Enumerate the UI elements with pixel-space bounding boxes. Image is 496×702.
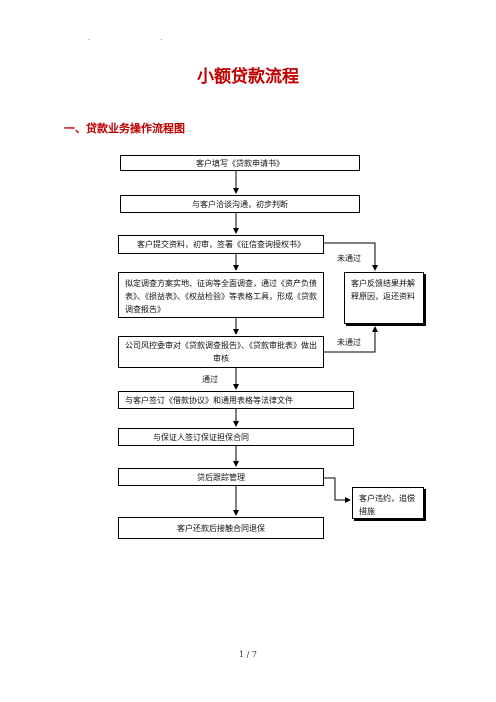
default-box: 客户违约，追偿措施 (352, 487, 424, 519)
step-guarantor-contract-text: 与保证人签订保证担保合同 (153, 433, 249, 442)
page-title: 小额贷款流程 (197, 67, 299, 87)
section-heading: 一、贷款业务操作流程图 (64, 122, 185, 135)
step-repayment-close-text: 客户还款后接触合同退保 (177, 523, 265, 533)
step-application-form: 客户填写《贷款申请书》 (120, 155, 360, 171)
default-box-text: 客户违约，追偿措施 (359, 494, 415, 516)
step-post-loan: 贷后跟踪管理 (118, 468, 324, 486)
feedback-box-text: 客户反馈结果并解释原因，返还资料 (351, 279, 415, 301)
step-submit-materials: 客户提交资料，初审，签署《征信查询授权书》 (118, 235, 324, 254)
step-investigation: 拟定调查方案实地、征询等全面调查，通过《资产负债表》、《损益表》、《权益检验》等… (118, 272, 324, 318)
arrow-default (324, 477, 351, 503)
step-sign-agreement-text: 与客户签订《借款协议》和通用表格等法律文件 (125, 396, 293, 405)
step-sign-agreement: 与客户签订《借款协议》和通用表格等法律文件 (118, 391, 354, 409)
header-marks: · · (88, 36, 197, 44)
step-post-loan-text: 贷后跟踪管理 (197, 472, 245, 482)
step-initial-talk: 与客户洽谈沟通，初步判断 (120, 195, 360, 213)
label-pass: 通过 (202, 375, 218, 384)
step-application-form-text: 客户填写《贷款申请书》 (196, 158, 284, 168)
label-fail-upper: 未通过 (337, 254, 361, 263)
step-risk-review-text: 公司风控委审对《贷款调查报告》、《贷款审批表》做出审核 (125, 341, 317, 363)
feedback-box: 客户反馈结果并解释原因，返还资料 (344, 272, 424, 324)
step-guarantor-contract: 与保证人签订保证担保合同 (118, 428, 354, 446)
step-initial-talk-text: 与客户洽谈沟通，初步判断 (192, 199, 288, 209)
step-submit-materials-text: 客户提交资料，初审，签署《征信查询授权书》 (137, 240, 305, 249)
step-investigation-text: 拟定调查方案实地、征询等全面调查，通过《资产负债表》、《损益表》、《权益检验》等… (125, 279, 317, 314)
step-repayment-close: 客户还款后接触合同退保 (118, 517, 324, 539)
page-number: 1 / 7 (239, 650, 257, 659)
label-fail-lower: 未通过 (337, 338, 361, 347)
step-risk-review: 公司风控委审对《贷款调查报告》、《贷款审批表》做出审核 (118, 336, 324, 368)
